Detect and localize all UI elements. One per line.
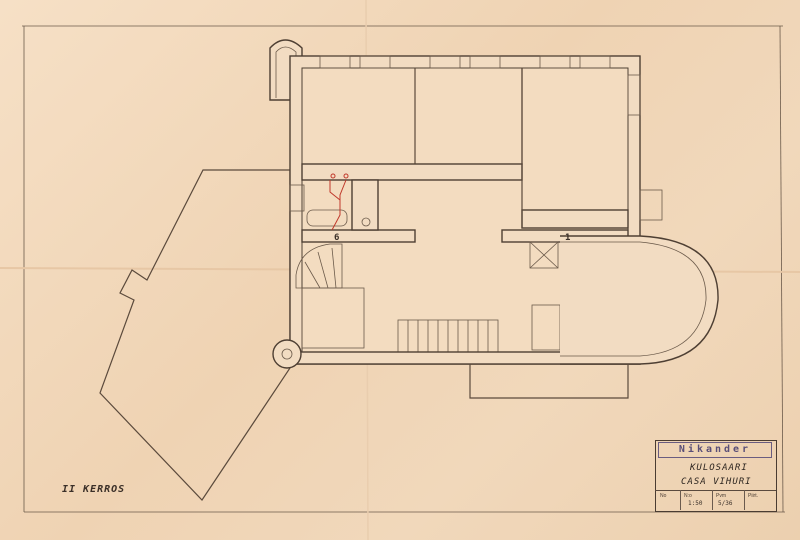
title-field-1-label: N:o: [684, 493, 692, 499]
sheet-border-right: [779, 25, 784, 513]
annotation-number-6: 6: [334, 233, 340, 243]
title-divider-2: [712, 490, 713, 510]
wall-bath-core: [351, 179, 379, 231]
title-project: CASA VIHURI: [681, 477, 752, 487]
toilet: [361, 217, 371, 227]
floor-label: II KERROS: [62, 484, 126, 495]
title-field-2-value: 5/36: [718, 500, 733, 507]
title-divider-3: [744, 490, 745, 510]
stamp-text: Nikander: [658, 442, 772, 458]
title-location: KULOSAARI: [690, 463, 748, 473]
small-niche: [289, 184, 305, 212]
semicircular-bay: [560, 235, 719, 365]
semicircular-bay-inner: [560, 241, 707, 357]
round-tower-inner: [275, 46, 297, 98]
title-field-3-label: Piirt.: [748, 493, 758, 499]
title-block: [655, 440, 777, 512]
shaft: [529, 241, 559, 269]
spiral-stair: [295, 243, 343, 289]
plumbing-line: [329, 179, 347, 231]
title-field-1-value: 1:50: [688, 500, 703, 507]
wall-right-room: [521, 209, 629, 229]
bathtub: [306, 209, 348, 227]
title-divider-1: [680, 490, 681, 510]
balcony-right: [639, 189, 663, 221]
plumbing-fixture-2: [343, 173, 349, 179]
shaft-cross-2: [529, 241, 559, 269]
terrace-outline: [469, 364, 629, 399]
corridor-wall-top: [301, 163, 523, 181]
round-tower-south-core: [281, 348, 293, 360]
windows-top: [319, 55, 641, 116]
title-block-divider: [655, 490, 776, 491]
wall-bath-south: [301, 229, 416, 243]
spiral-stair-treads: [304, 247, 337, 289]
title-field-2-label: Pvm: [716, 493, 726, 499]
angled-wing-outline: [99, 169, 291, 501]
room-lower-left: [301, 287, 365, 349]
plumbing-fixture-1: [330, 173, 336, 179]
title-field-no-label: No: [660, 493, 667, 499]
annotation-number-1: 1: [565, 233, 571, 243]
round-tower-south: [272, 339, 302, 369]
